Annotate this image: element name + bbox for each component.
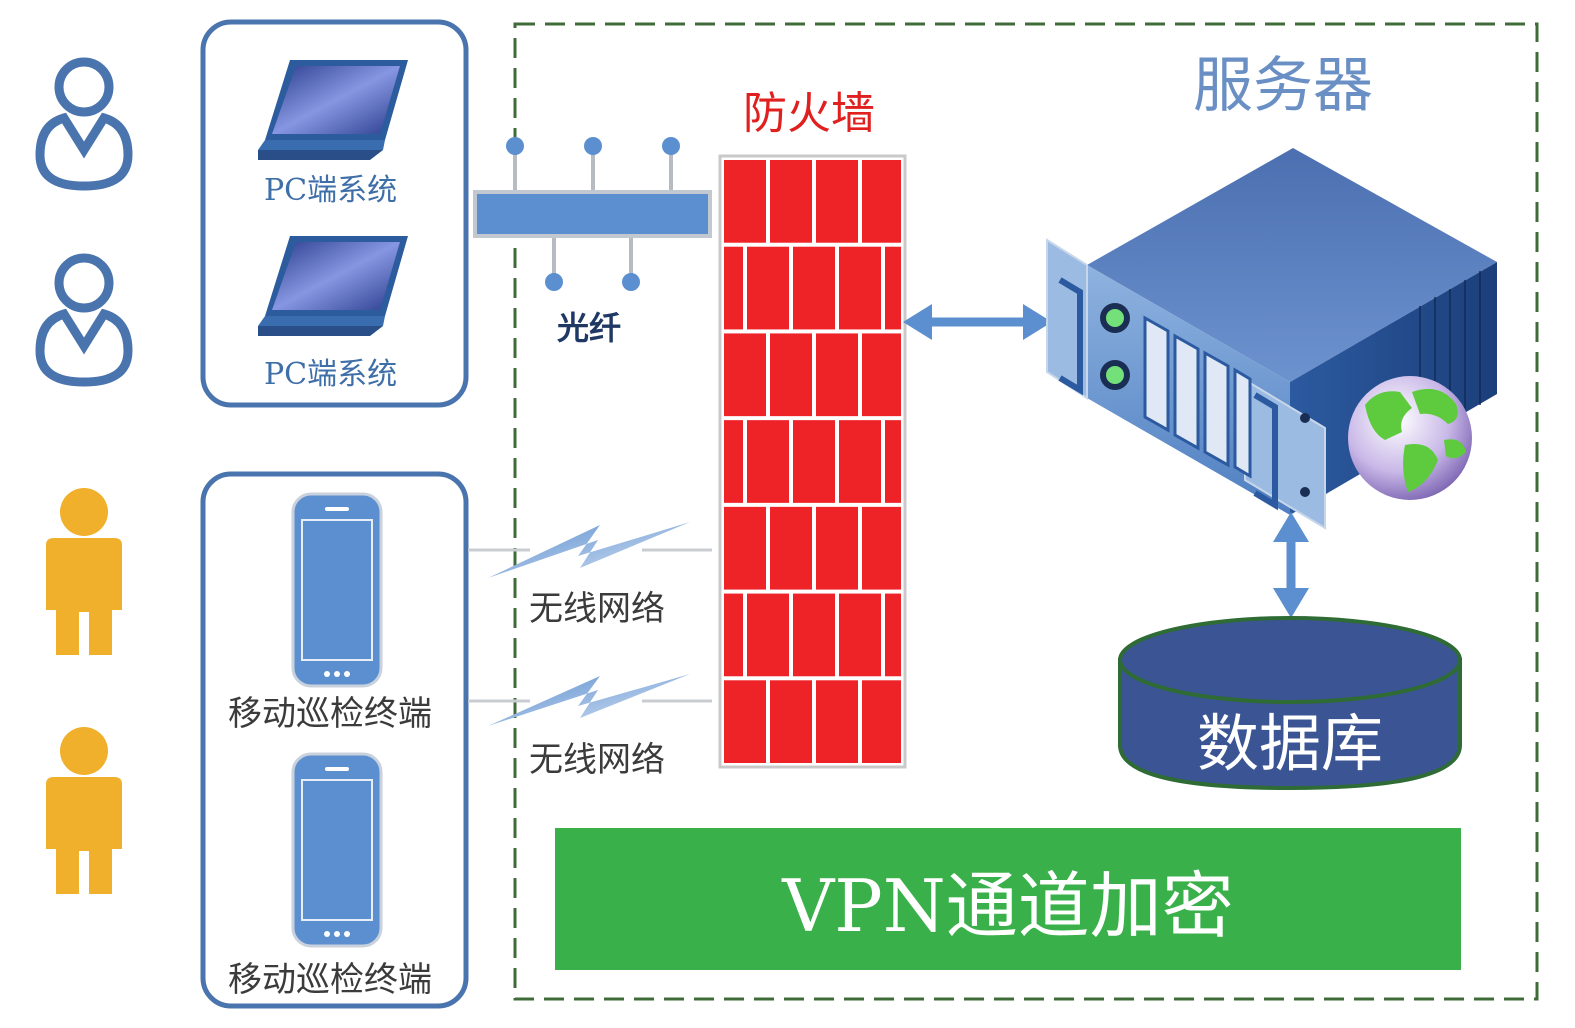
wireless-link <box>468 674 712 726</box>
firewall-brick <box>816 160 858 243</box>
server-database-link <box>1273 512 1309 618</box>
globe-icon <box>1348 376 1472 500</box>
firewall-brick <box>724 420 743 503</box>
fiber-label: 光纤 <box>557 309 622 347</box>
firewall-brick <box>839 420 881 503</box>
firewall-brick <box>747 420 789 503</box>
firewall-brick <box>839 246 881 330</box>
firewall-icon <box>718 154 907 769</box>
firewall-brick <box>724 160 766 243</box>
firewall-brick <box>770 160 812 243</box>
smartphone-icon <box>291 752 383 948</box>
lightning-icon <box>488 674 690 726</box>
firewall-brick <box>724 506 766 590</box>
firewall-brick <box>770 506 812 590</box>
firewall-brick <box>724 680 766 763</box>
laptop-icon <box>258 60 408 160</box>
secure-zone-boundary <box>513 22 1539 1001</box>
mobile-client-label: 移动巡检终端 <box>228 694 432 734</box>
firewall-brick <box>724 333 766 417</box>
pc-client-label: PC端系统 <box>264 357 398 392</box>
firewall-brick <box>816 680 858 763</box>
firewall-brick <box>885 420 901 503</box>
mobile-client-group <box>200 471 469 1009</box>
firewall-brick <box>793 246 835 330</box>
firewall-brick <box>816 333 858 417</box>
user-outline-icon <box>35 57 133 191</box>
firewall-brick <box>770 680 812 763</box>
user-outline-icon <box>35 253 133 387</box>
firewall-brick <box>770 333 812 417</box>
firewall-brick <box>885 593 901 677</box>
wireless-link <box>468 522 712 578</box>
user-solid-icon <box>46 727 122 894</box>
firewall-brick <box>839 593 881 677</box>
firewall-brick <box>793 420 835 503</box>
server-title: 服务器 <box>1193 51 1373 121</box>
firewall-brick <box>862 680 901 763</box>
mobile-client-label: 移动巡检终端 <box>228 960 432 1000</box>
vpn-banner: VPN通道加密 <box>555 828 1461 970</box>
wireless-label: 无线网络 <box>529 589 665 629</box>
firewall-brick <box>885 246 901 330</box>
firewall-brick <box>816 506 858 590</box>
user-solid-icon <box>46 488 122 655</box>
wireless-label: 无线网络 <box>529 740 665 780</box>
lightning-icon <box>488 522 690 578</box>
fiber-bus <box>473 137 712 291</box>
smartphone-icon <box>291 492 383 688</box>
firewall-brick <box>724 246 743 330</box>
firewall-brick <box>793 593 835 677</box>
firewall-brick <box>862 333 901 417</box>
firewall-server-link <box>903 304 1052 340</box>
pc-client-group <box>200 19 469 408</box>
database-icon <box>1118 616 1462 791</box>
firewall-brick <box>724 593 743 677</box>
firewall-brick <box>862 160 901 243</box>
firewall-brick <box>862 506 901 590</box>
firewall-brick <box>747 246 789 330</box>
firewall-title: 防火墙 <box>743 88 875 139</box>
pc-client-label: PC端系统 <box>264 173 398 208</box>
vpn-label: VPN通道加密 <box>782 863 1234 948</box>
laptop-icon <box>258 236 408 336</box>
database-label: 数据库 <box>1197 707 1384 780</box>
firewall-brick <box>747 593 789 677</box>
